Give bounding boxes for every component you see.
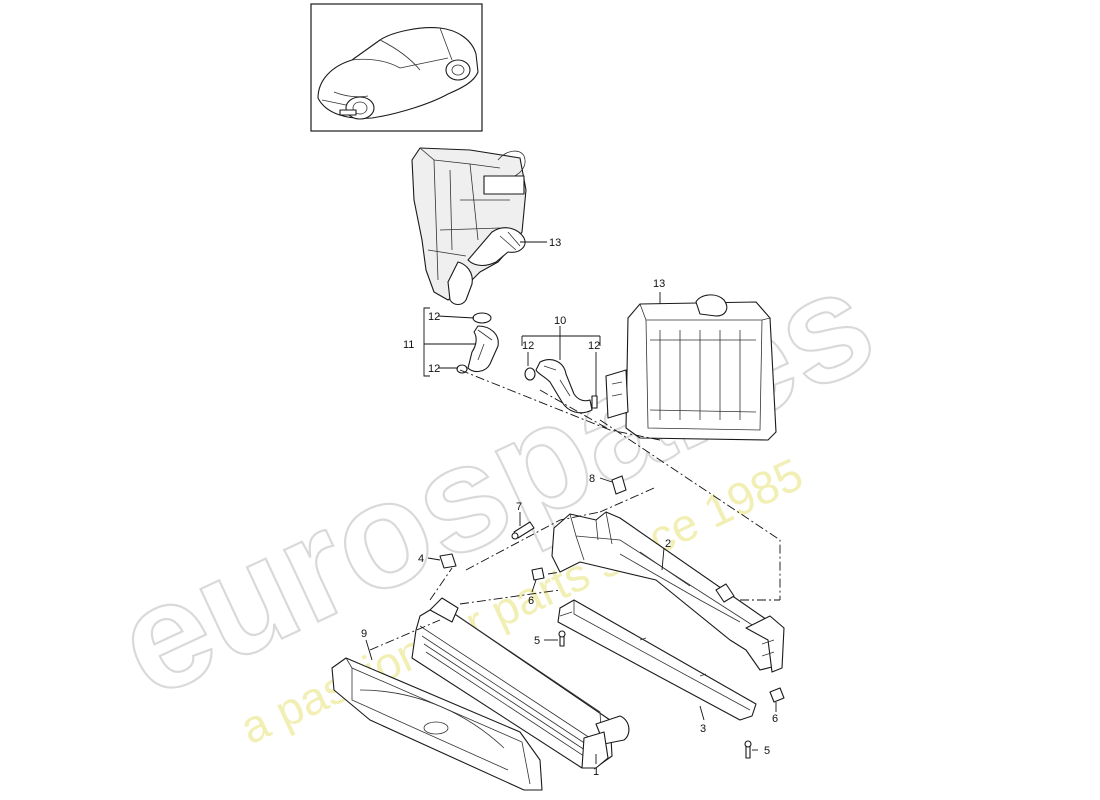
air-grille [331,657,543,791]
callout-3: 3 [700,723,706,735]
callout-6-left: 6 [528,595,534,607]
assembly-lines [369,369,781,651]
o-ring-middle-left [524,367,536,381]
callout-11: 11 [403,339,414,351]
callout-9: 9 [361,628,367,640]
callout-4: 4 [418,553,424,565]
car-icon [317,27,479,120]
intercooler [411,597,630,769]
callout-12-middle-right: 12 [588,340,600,352]
car-thumbnail [310,3,483,132]
callout-13-radiator: 13 [653,278,665,290]
clip-part-4 [439,553,457,569]
callouts: 13 13 12 11 12 10 12 12 8 7 4 2 6 9 5 3 … [361,237,778,778]
nut-part-6-left [531,567,545,581]
o-ring-lower [456,364,468,374]
callout-2: 2 [665,538,671,550]
nut-part-6-right [769,687,785,703]
callout-13-upper: 13 [549,237,561,249]
callout-8: 8 [589,473,595,485]
clip-middle-right [591,395,598,409]
radiator-condenser [605,294,777,441]
hose-assembly-middle [524,359,598,414]
hose-assembly-left [456,312,499,374]
callout-5-lower: 5 [764,745,770,757]
callout-12-lower-left: 12 [428,363,440,375]
o-ring-upper [472,312,492,324]
callout-12-upper-left: 12 [428,311,440,323]
hose-left [467,325,499,373]
callout-12-middle-left: 12 [522,340,534,352]
upper-radiator-assembly [411,147,527,306]
screw-part-5-lower [745,745,751,759]
leader-lines [365,241,777,764]
fasteners [439,475,785,759]
callout-7: 7 [516,501,522,513]
clip-part-8 [611,475,627,495]
callout-10: 10 [554,315,566,327]
lower-bracket [557,599,757,721]
callout-6-right: 6 [772,713,778,725]
air-duct [551,511,785,673]
callout-5-upper: 5 [534,635,540,647]
callout-1: 1 [593,766,599,778]
